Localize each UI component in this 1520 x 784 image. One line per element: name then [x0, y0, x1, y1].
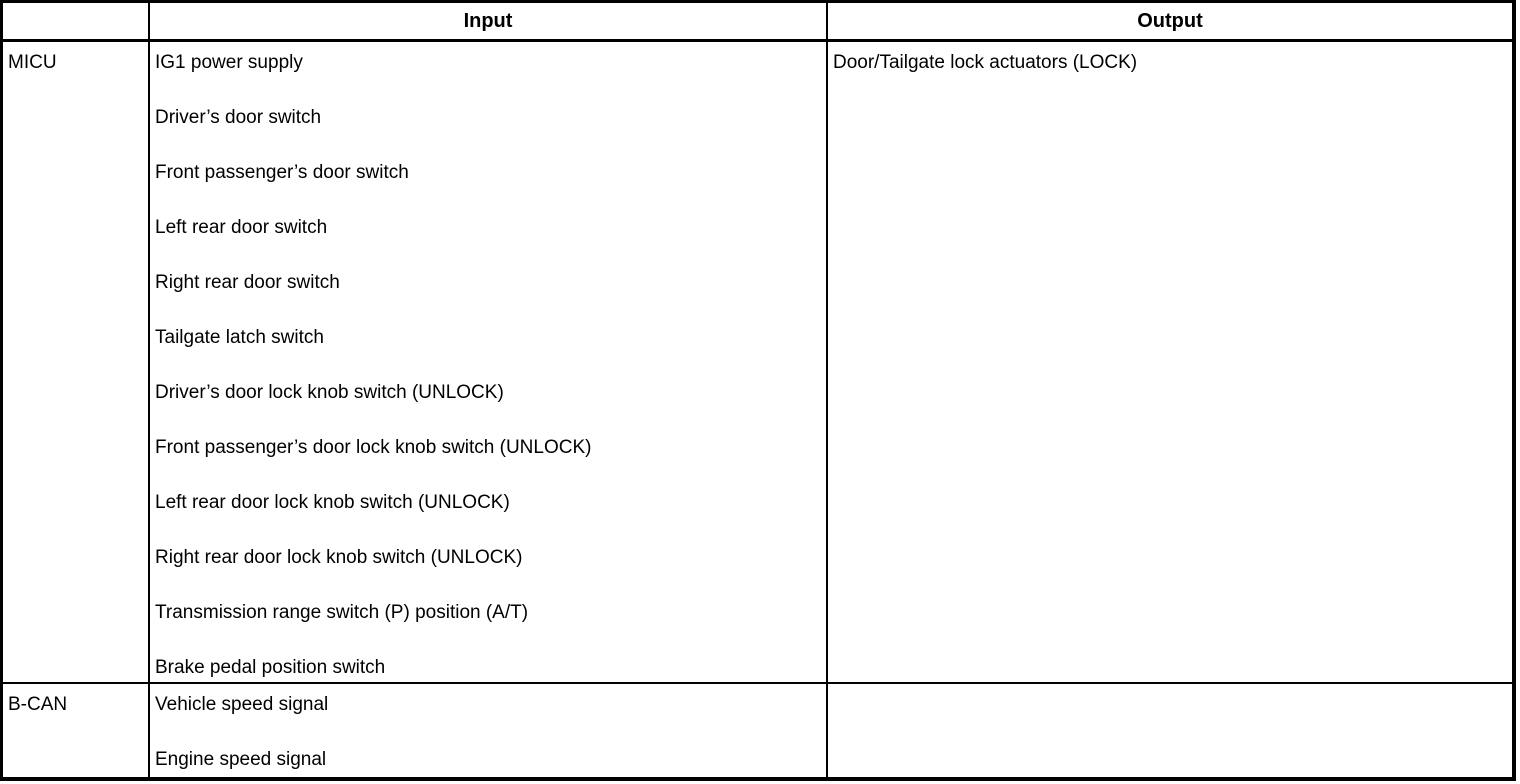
input-item: Tailgate latch switch	[155, 327, 324, 348]
header-input-cell: Input	[150, 3, 828, 42]
input-item: Right rear door switch	[155, 272, 340, 293]
input-item: Left rear door switch	[155, 217, 328, 238]
input-item: Front passenger’s door switch	[155, 162, 409, 183]
input-item: Driver’s door lock knob switch (UNLOCK)	[155, 382, 504, 403]
input-item: Brake pedal position switch	[155, 657, 386, 678]
header-output-label: Output	[1137, 10, 1203, 32]
header-corner-cell	[3, 3, 150, 42]
input-item: IG1 power supply	[155, 52, 303, 73]
input-item: Left rear door lock knob switch (UNLOCK)	[155, 492, 510, 513]
source-cell-bcan: B-CAN	[3, 684, 150, 777]
header-input-label: Input	[463, 10, 513, 32]
input-item: Driver’s door switch	[155, 107, 322, 128]
source-cell-micu: MICU	[3, 42, 150, 684]
source-label-bcan: B-CAN	[8, 694, 68, 715]
output-list-bcan	[828, 684, 1512, 777]
input-item: Transmission range switch (P) position (…	[155, 602, 529, 623]
input-item: Right rear door lock knob switch (UNLOCK…	[155, 547, 523, 568]
header-output-cell: Output	[828, 3, 1512, 42]
input-list-bcan: Vehicle speed signal Engine speed signal	[150, 684, 828, 777]
output-item: Door/Tailgate lock actuators (LOCK)	[833, 52, 1138, 73]
input-item: Vehicle speed signal	[155, 694, 329, 715]
source-label-micu: MICU	[8, 52, 57, 73]
input-list-micu: IG1 power supply Driver’s door switch Fr…	[150, 42, 828, 684]
input-item: Front passenger’s door lock knob switch …	[155, 437, 592, 458]
output-list-micu: Door/Tailgate lock actuators (LOCK)	[828, 42, 1512, 684]
input-item: Engine speed signal	[155, 749, 327, 770]
